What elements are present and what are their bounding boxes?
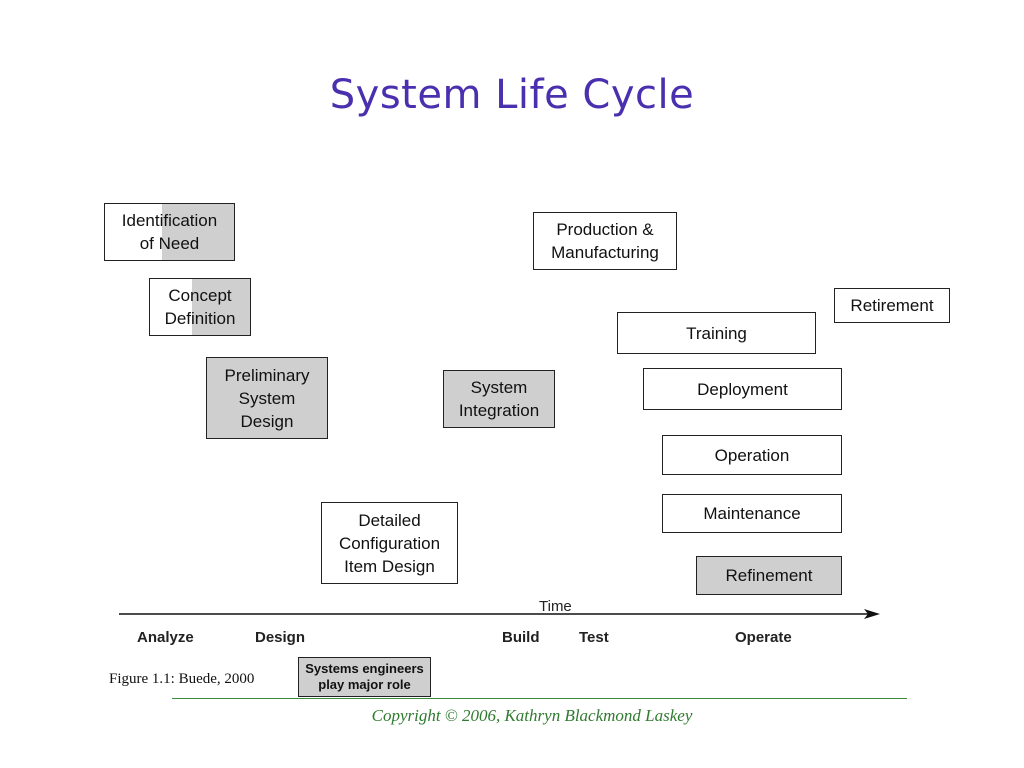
system-integration-label: System Integration (458, 378, 540, 420)
deployment-label: Deployment (697, 379, 788, 399)
concept-definition-label: Concept Definition (164, 286, 236, 328)
legend-shaded-box: Systems engineers play major role (298, 657, 431, 697)
refinement-box: Refinement (696, 556, 842, 595)
time-axis-arrowhead (864, 609, 880, 619)
detailed-configuration-item-design-box: Detailed Configuration Item Design (321, 502, 458, 584)
production-manufacturing-label: Production & Manufacturing (551, 220, 659, 262)
time-axis-label: Time (539, 598, 572, 615)
preliminary-system-design-label: Preliminary System Design (224, 365, 310, 431)
training-label: Training (686, 323, 747, 343)
refinement-label: Refinement (725, 566, 813, 585)
footer-divider (172, 698, 907, 699)
phase-design: Design (255, 629, 306, 646)
identification-of-need-box: Identification of Need (104, 203, 235, 261)
deployment-box: Deployment (643, 368, 842, 410)
training-box: Training (617, 312, 816, 354)
identification-of-need-label: Identification of Need (121, 211, 218, 253)
preliminary-system-design-box: Preliminary System Design (206, 357, 328, 439)
phase-analyze: Analyze (137, 629, 194, 646)
concept-definition-box: Concept Definition (149, 278, 251, 336)
maintenance-label: Maintenance (703, 504, 801, 523)
production-manufacturing-box: Production & Manufacturing (533, 212, 677, 270)
system-integration-box: System Integration (443, 370, 555, 428)
retirement-label: Retirement (850, 296, 934, 315)
operation-label: Operation (714, 445, 790, 465)
figure-caption: Figure 1.1: Buede, 2000 (109, 671, 255, 687)
detailed-configuration-item-design-label: Detailed Configuration Item Design (338, 510, 441, 576)
phase-build: Build (502, 629, 540, 646)
phase-operate: Operate (735, 629, 792, 646)
page-title: System Life Cycle (329, 72, 695, 118)
maintenance-box: Maintenance (662, 494, 842, 533)
retirement-box: Retirement (834, 288, 950, 323)
operation-box: Operation (662, 435, 842, 475)
phase-test: Test (579, 629, 609, 646)
copyright-notice: Copyright © 2006, Kathryn Blackmond Lask… (371, 706, 693, 725)
